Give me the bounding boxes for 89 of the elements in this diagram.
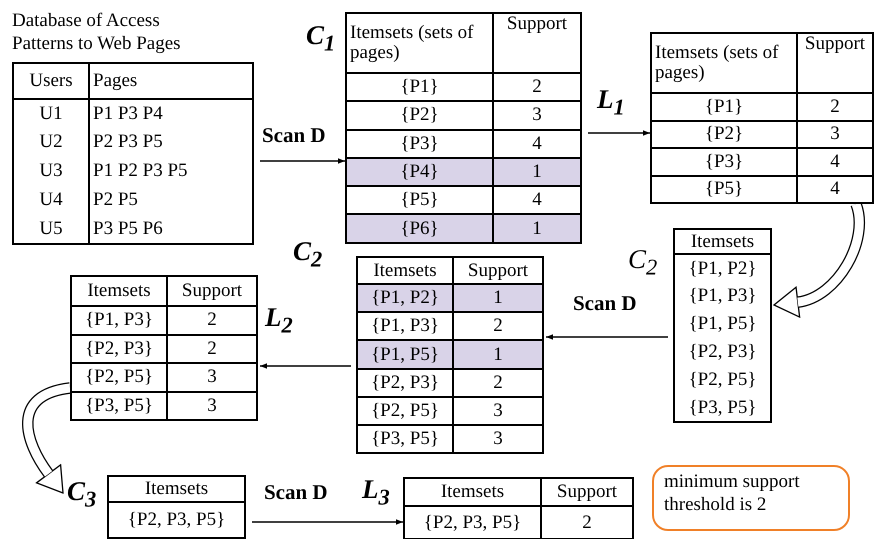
table-cell: 4 [797, 148, 873, 176]
table-cell: 2 [493, 73, 581, 102]
column-header: Itemsets [357, 257, 453, 284]
table-cell: {P1} [651, 93, 797, 120]
table-cell: {P1, P3} [71, 306, 167, 334]
table-cell: 3 [453, 396, 543, 425]
table-cell: 4 [797, 176, 873, 203]
itemset-table [403, 477, 634, 539]
itemset-table [107, 475, 246, 539]
table-cell: {P2} [346, 101, 493, 130]
itemset-table [345, 12, 582, 244]
edge-label: L$_{1}$ [597, 86, 625, 119]
arrow [252, 519, 403, 525]
column-header: Pages [89, 62, 253, 99]
itemset-table [673, 228, 772, 423]
table-cell: 2 [167, 306, 257, 334]
set-label: C$_{3}$ [67, 478, 96, 511]
table-cell: {P1, P5} [674, 310, 771, 338]
table-cell: P2 P3 P5 [89, 128, 253, 157]
itemset-table [650, 32, 874, 204]
table-cell: U3 [13, 156, 89, 186]
table-cell: {P3, P5} [674, 394, 771, 422]
table-cell: 1 [493, 214, 581, 243]
table-cell: {P3} [651, 148, 797, 176]
table-cell: U2 [13, 128, 89, 157]
table-cell: U1 [13, 98, 89, 128]
column-header: Support [493, 13, 581, 73]
set-label: L$_{3}$ [362, 476, 390, 509]
table-cell: 2 [797, 93, 873, 120]
set-label: C$_{1}$ [306, 22, 336, 55]
table-cell: 2 [541, 506, 633, 539]
table-cell: {P4} [346, 158, 493, 186]
table-cell: {P2} [651, 120, 797, 148]
table-cell: 3 [453, 424, 543, 454]
table-cell: U4 [13, 186, 89, 215]
table-cell: 1 [493, 158, 581, 186]
table-cell: {P1, P2} [357, 284, 453, 312]
table-cell: {P2, P3, P5} [108, 502, 245, 538]
column-header: Itemsets [404, 478, 541, 506]
arrow [588, 130, 650, 136]
table-cell: 3 [797, 120, 873, 148]
table-cell: U5 [13, 214, 89, 244]
column-header: Support [797, 33, 873, 93]
set-label: L$_{2}$ [265, 304, 293, 337]
arrow [260, 158, 345, 164]
table-cell: {P2, P3} [71, 334, 167, 363]
note-box: minimum support threshold is 2 [652, 465, 850, 531]
table-cell: {P6} [346, 214, 493, 243]
block-arrow [22, 382, 72, 494]
table-cell: 1 [453, 340, 543, 369]
table-cell: 3 [493, 101, 581, 130]
table-cell: {P2, P3} [674, 338, 771, 366]
table-cell: P1 P2 P3 P5 [89, 156, 253, 186]
table-cell: {P1, P2} [674, 254, 771, 282]
column-header: Itemsets [108, 476, 245, 502]
column-header: Itemsets [674, 229, 771, 254]
column-header: Support [541, 478, 633, 506]
table-cell: {P5} [651, 176, 797, 203]
table-cell: {P2, P5} [71, 363, 167, 392]
column-header: Itemsets [71, 276, 167, 306]
table-cell: {P1} [346, 73, 493, 102]
arrow [260, 363, 351, 369]
set-label: C$_{2}$ [293, 238, 322, 271]
column-header: Support [167, 276, 257, 306]
table-cell: {P3, P5} [71, 392, 167, 420]
table-cell: {P2, P5} [674, 366, 771, 394]
table-cell: {P1, P3} [674, 282, 771, 310]
table-title: Database of Access Patterns to Web Pages [12, 10, 182, 56]
table-cell: {P1, P5} [357, 340, 453, 369]
table-cell: 1 [453, 284, 543, 312]
itemset-table [70, 275, 258, 421]
arrow [546, 334, 668, 340]
table-cell: {P2, P5} [357, 396, 453, 425]
table-cell: 2 [167, 334, 257, 363]
table-cell: 2 [453, 368, 543, 397]
table-cell: {P3, P5} [357, 424, 453, 454]
column-header: Users [13, 62, 89, 99]
block-arrow [774, 202, 866, 318]
data-table [12, 10, 254, 245]
table-cell: {P2, P3} [357, 368, 453, 397]
table-cell: 3 [167, 363, 257, 392]
table-cell: P3 P5 P6 [89, 214, 253, 244]
table-cell: P2 P5 [89, 186, 253, 215]
column-header: Itemsets (sets of pages) [651, 33, 797, 93]
column-header: Itemsets (sets of pages) [346, 13, 493, 73]
set-label: C$_{2}$ [628, 246, 658, 279]
table-cell: {P2, P3, P5} [404, 506, 541, 539]
itemset-table [356, 256, 544, 454]
table-cell: 3 [167, 392, 257, 420]
